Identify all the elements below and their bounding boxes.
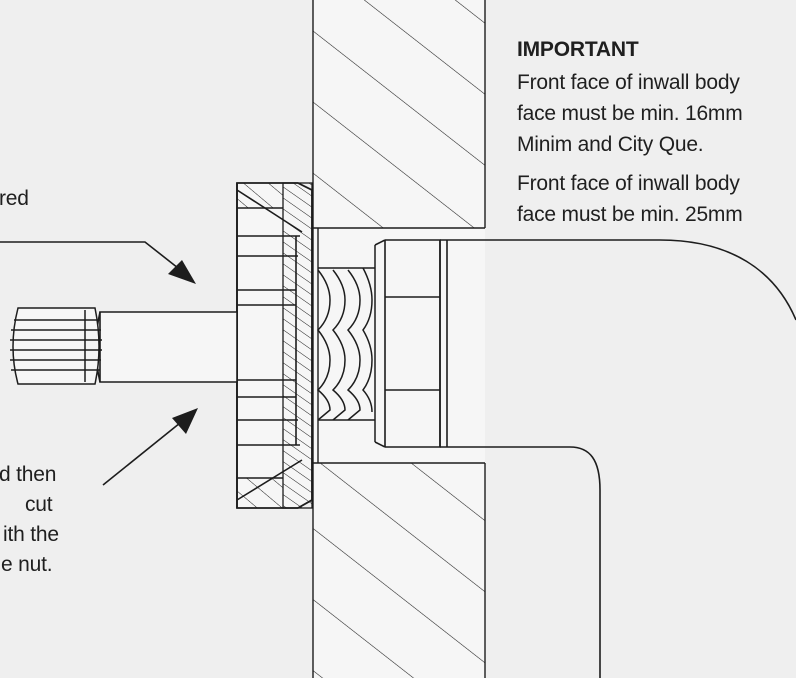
leader-arrow-top — [0, 241, 196, 284]
note-line: face must be min. 25mm — [517, 203, 743, 226]
note-line: Front face of inwall body — [517, 71, 740, 94]
note-line: Front face of inwall body — [517, 172, 740, 195]
flange-nut — [236, 182, 313, 509]
important-heading: IMPORTANT — [517, 38, 639, 61]
threaded-stem — [316, 245, 376, 442]
leader-arrow-bottom — [102, 408, 198, 486]
spindle-shaft — [95, 311, 238, 383]
callout-label-top: red — [0, 187, 29, 210]
wall-section — [312, 0, 486, 678]
splined-tip — [10, 307, 102, 385]
callout-label-bottom-line: d then — [0, 463, 57, 486]
note-line: face must be min. 16mm — [517, 102, 743, 125]
callout-label-bottom-line: cut — [25, 493, 53, 516]
callout-label-bottom-line: ith the — [3, 523, 59, 546]
callout-label-bottom-line: e nut. — [1, 553, 53, 576]
note-line: Minim and City Que. — [517, 133, 704, 156]
inwall-body — [374, 239, 796, 678]
